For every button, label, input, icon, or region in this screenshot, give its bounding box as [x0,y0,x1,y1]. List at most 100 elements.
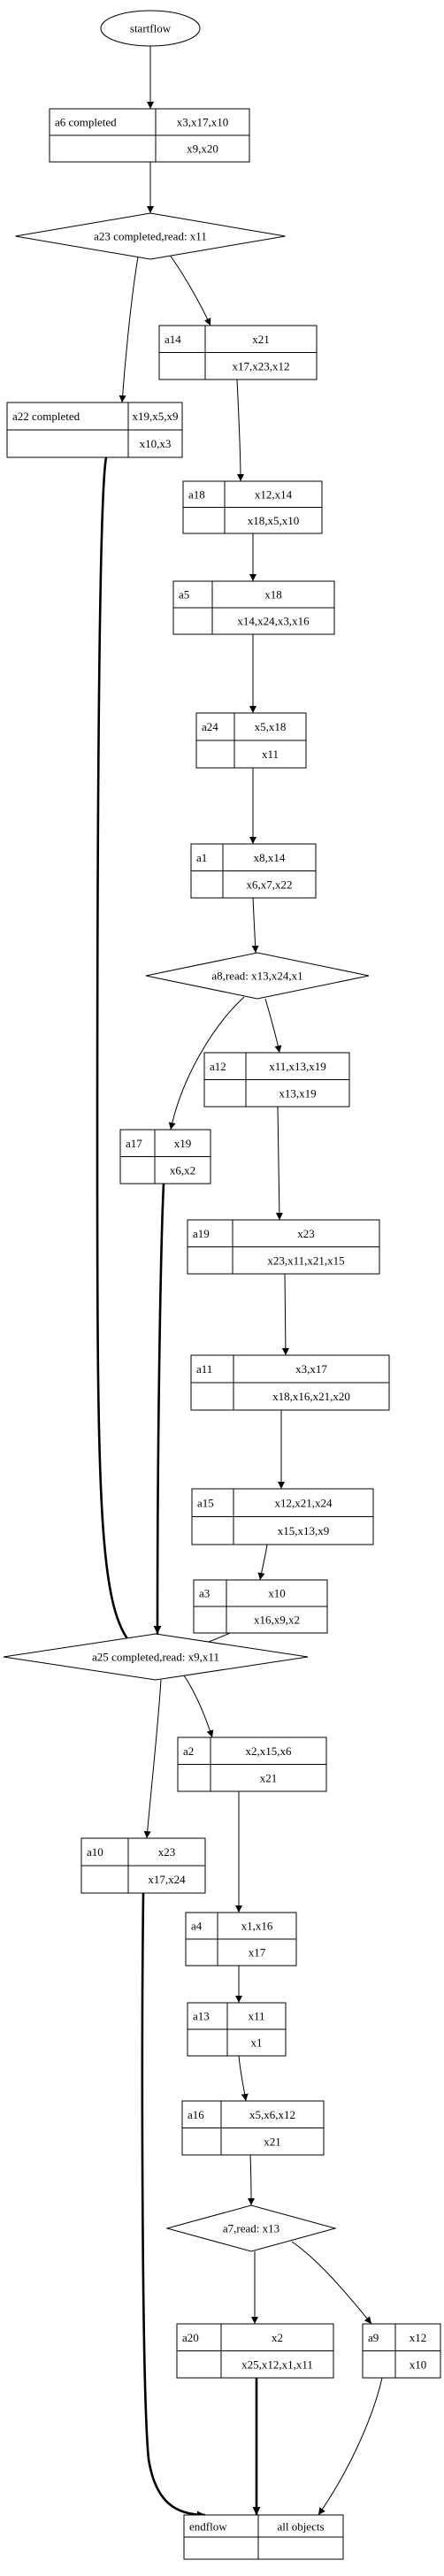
edge-a13-to-a16 [238,2055,249,2102]
activity-a19: a19 x23 x23,x11,x21,x15 [187,1219,380,1275]
decision-label: a8,read: x13,x24,x1 [211,970,302,983]
activity-name: a2 [183,1744,194,1758]
activity-top-values: x5,x6,x12 [249,2108,295,2121]
activity-top-values: x5,x18 [255,720,287,733]
activity-bottom-values: x21 [264,2135,281,2148]
activity-name: a14 [165,333,181,346]
decision-label: a7,read: x13 [223,2222,279,2235]
activity-bottom-values: x21 [260,1771,278,1784]
decision-d25: a25 completed,read: x9,x11 [3,1633,309,1681]
end-label: endflow [189,2520,227,2534]
edge-d8-to-a17 [168,996,245,1131]
activity-name: a15 [197,1496,214,1509]
activity-name: a1 [196,851,207,864]
activity-name: a5 [179,588,189,602]
edge-a12-to-a19 [275,1106,283,1221]
activity-top-values: x12,x14 [255,487,293,501]
edge-a22-to-d25 [96,456,134,1646]
decision-diamond [3,1633,309,1681]
activity-a1: a1 x8,x14 x6,x7,x22 [190,843,317,899]
activity-top-values: x23 [158,1845,176,1859]
edge-d23-to-a22 [119,247,141,403]
start-node: startflow [100,10,201,47]
edge-a19-to-a11 [281,1273,289,1356]
end-value: all objects [277,2520,324,2534]
activity-name: a13 [193,2010,210,2023]
edge-d7-to-a9 [291,2241,372,2325]
activity-name: a6 completed [55,116,117,129]
activity-name: a22 completed [12,410,80,423]
activity-bottom-values: x9,x20 [187,142,218,156]
activity-bottom-values: x17,x24 [148,1873,186,1886]
activity-a16: a16 x5,x6,x12 x21 [181,2100,325,2156]
activity-bottom-values: x10 [410,2358,427,2371]
decision-d8: a8,read: x13,x24,x1 [145,952,370,1000]
activity-a4: a4 x1,x16 x17 [185,1912,297,1966]
activity-a24: a24 x5,x18 x11 [195,712,307,769]
start-label: startflow [130,22,172,35]
activity-name: a19 [193,1227,210,1240]
decision-diamond [145,952,370,1000]
activity-top-values: x21 [252,333,270,346]
edge-a17-to-d25 [153,1183,165,1635]
activity-bottom-values: x15,x13,x9 [278,1524,330,1537]
activity-bottom-values: x13,x19 [279,1086,316,1100]
edge-a15-to-a3 [257,1544,268,1581]
activity-top-values: x19,x5,x9 [133,410,179,423]
activity-a18: a18 x12,x14 x18,x5,x10 [182,480,323,534]
activity-bottom-values: x6,x2 [170,1163,195,1177]
activity-bottom-values: x18,x5,x10 [248,514,300,527]
activity-name: a11 [196,1362,212,1376]
decision-label: a25 completed,read: x9,x11 [92,1651,219,1664]
decision-d7: a7,read: x13 [165,2204,337,2252]
activity-name: a4 [191,1920,203,1933]
activity-top-values: x11 [248,2010,264,2023]
activity-bottom-values: x6,x7,x22 [247,878,293,891]
activity-top-values: x12 [410,2331,427,2344]
end-node: endflow all objects [183,2514,344,2560]
activity-name: a9 [368,2331,379,2344]
activity-name: a3 [199,1587,210,1600]
edge-a1-to-d8 [251,897,259,954]
activity-top-values: x1,x16 [241,1920,273,1933]
activity-top-values: x3,x17,x10 [177,116,229,129]
activity-a2: a2 x2,x15,x6 x21 [177,1736,327,1792]
activity-a9: a9 x12 x10 [362,2323,441,2379]
activity-bottom-values: x11 [262,748,279,761]
activity-bottom-values: x18,x16,x21,x20 [272,1390,350,1403]
activity-bottom-values: x1 [251,2036,263,2050]
activity-bottom-values: x10,x3 [140,437,172,450]
activity-name: a18 [188,487,205,501]
decision-diamond [15,212,286,260]
edge-a10-to-end [141,1892,206,2519]
activity-bottom-values: x16,x9,x2 [254,1614,300,1627]
decision-label: a23 completed,read: x11 [94,230,207,243]
activity-top-values: x19 [174,1137,192,1150]
activity-top-values: x8,x14 [254,851,286,864]
activity-top-values: x23 [297,1227,315,1240]
activity-a6: a6 completed x3,x17,x10 x9,x20 [49,108,250,163]
edge-d23-to-a14 [164,247,211,326]
activity-bottom-values: x17 [249,1946,266,1959]
activity-name: a16 [188,2108,204,2121]
activity-top-values: x2,x15,x6 [246,1744,293,1758]
activity-top-values: x2 [272,2331,283,2344]
edge-a14-to-a18 [236,379,244,482]
activity-top-values: x18 [264,588,282,602]
activity-name: a10 [87,1845,103,1859]
activity-name: a24 [202,720,218,733]
edge-d8-to-a12 [264,998,282,1054]
decision-d23: a23 completed,read: x11 [15,212,286,260]
edge-a16-to-d7 [247,2154,255,2206]
activity-bottom-values: x23,x11,x21,x15 [267,1254,344,1267]
activity-bottom-values: x25,x12,x1,x11 [241,2358,313,2371]
activity-top-values: x11,x13,x19 [269,1060,326,1073]
edge-a9-to-end [318,2377,383,2516]
